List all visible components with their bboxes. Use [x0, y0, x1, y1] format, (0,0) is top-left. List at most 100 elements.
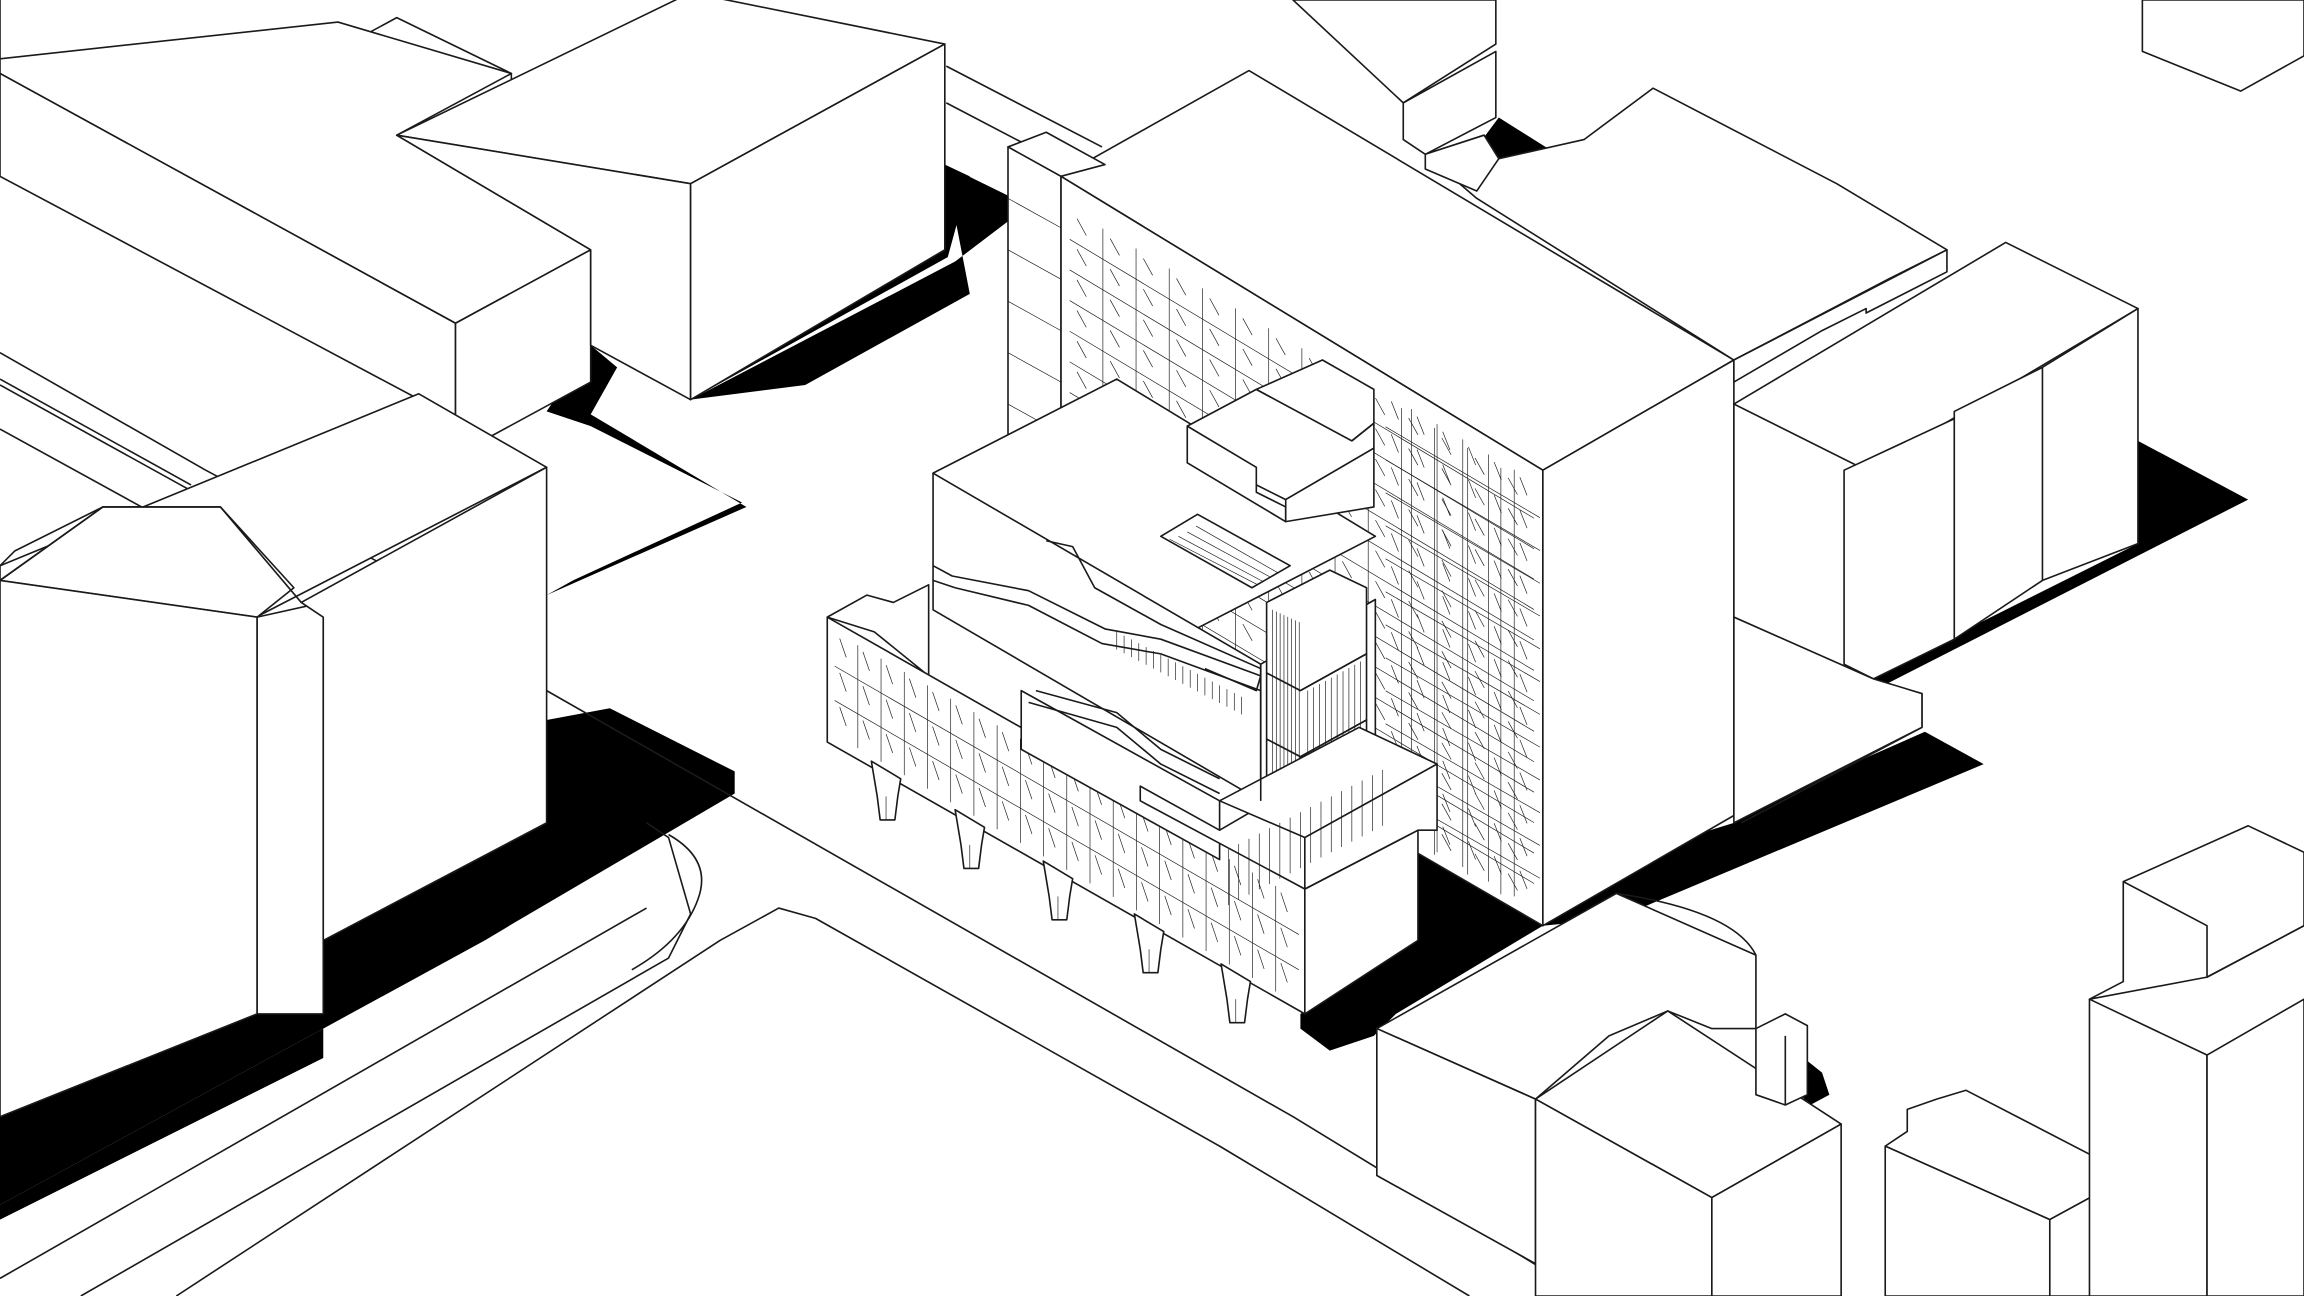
tower-front-grid-fin	[1474, 823, 1485, 841]
podium-grid-fin	[1001, 766, 1010, 786]
podium-grid-fin	[1164, 895, 1172, 916]
tower-front-grid-fin	[1441, 773, 1452, 791]
tower-side-grid-fin	[1442, 464, 1451, 483]
tower-front-grid-fin	[1408, 722, 1419, 740]
ribbon-2	[932, 579, 1262, 692]
tower-side-grid-fin	[1442, 497, 1451, 516]
tower-front-grid-fin	[1275, 338, 1286, 356]
tower-side-grid-fin	[1416, 548, 1425, 567]
block-c-right	[300, 466, 548, 942]
tower-front-grid-fin	[1209, 359, 1220, 377]
podium-top	[826, 584, 930, 677]
tower-side-grid-row	[1385, 657, 1541, 748]
tower-side-grid-fin	[1416, 647, 1425, 666]
tower-side-grid-fin	[1519, 542, 1528, 562]
podium-grid-fin	[1280, 892, 1288, 913]
tower-front-grid-fin	[1076, 341, 1087, 359]
tower-front-grid-fin	[1143, 380, 1153, 398]
tower-front-grid-fin	[1507, 812, 1518, 830]
tower-front-grid-fin	[1342, 561, 1352, 579]
podium-column	[1042, 860, 1074, 921]
block-a-right	[454, 248, 592, 457]
tower-front-grid-fin	[1441, 712, 1452, 730]
tower-side-grid-fin	[1390, 467, 1399, 486]
avenue-edge-3	[175, 907, 1470, 1296]
ribbon-6	[1204, 667, 1262, 692]
podium-grid-fin	[839, 672, 847, 692]
tower-front-grid-fin	[1109, 330, 1120, 348]
podium-grid-fin	[885, 733, 893, 754]
tower-side-grid-fin	[1468, 545, 1476, 564]
tower-front-grid-fin	[1375, 672, 1386, 690]
tower-side-grid-fin	[1390, 599, 1399, 618]
tower-side-grid-fin	[1390, 533, 1399, 552]
tower-front-grid-fin	[1375, 580, 1386, 599]
tower-side-grid-fin	[1519, 608, 1528, 627]
tower-front-grid-fin	[1441, 803, 1452, 821]
tower-side-grid-fin	[1468, 611, 1476, 630]
tower-side-grid-fin	[1493, 790, 1502, 809]
tower-side-grid-fin	[1493, 724, 1502, 743]
podium-column	[954, 808, 986, 870]
tower-side-grid-fin	[1442, 826, 1451, 845]
tower-front-grid-fin	[1507, 843, 1518, 861]
tower-front-grid-fin	[1507, 690, 1518, 708]
tower-front-grid-fin	[1209, 298, 1220, 316]
podium-column-body	[870, 760, 902, 821]
mid-box-side	[1304, 763, 1438, 890]
tower-front-grid-fin	[1474, 518, 1485, 536]
tower-front-grid-fin	[1474, 488, 1485, 506]
tower-front-grid-fin	[1076, 371, 1087, 389]
podium-grid-fin	[1141, 847, 1149, 867]
podium-column	[870, 760, 902, 821]
tower-side-grid-fin	[1442, 563, 1451, 582]
podium-grid-fin	[1234, 865, 1242, 886]
podium-grid-fin	[1071, 841, 1079, 862]
podium-grid-fin	[909, 712, 917, 733]
block-b-right	[689, 43, 946, 401]
tower-side-grid-fin	[1468, 808, 1476, 827]
tower-front-grid-fin	[1507, 629, 1518, 647]
tower-side-grid-row	[1385, 459, 1541, 551]
tower-front-grid-fin	[1375, 550, 1386, 568]
tower-front-grid-fin	[1474, 640, 1485, 658]
podium-grid-fin	[1094, 820, 1102, 840]
shadow-tower-right	[1542, 731, 1984, 926]
tower-side-grid-fin	[1493, 626, 1502, 645]
shadow-main-front	[1300, 852, 1543, 1051]
street-line-4	[0, 384, 221, 508]
tower-side-grid-fin	[1468, 578, 1476, 597]
tower-side-grid-fin	[1416, 416, 1425, 435]
podium-grid-fin	[1257, 949, 1265, 970]
podium-grid-row	[834, 665, 1300, 935]
tower-side-grid-fin	[1468, 644, 1476, 663]
podium-grid-fin	[909, 747, 917, 767]
podium-grid-fin	[1234, 900, 1242, 921]
tower-side-grid-fin	[1493, 856, 1502, 875]
podium-column	[1133, 913, 1165, 974]
tower-front-grid-fin	[1441, 681, 1452, 699]
tower-front-grid-fin	[1507, 721, 1518, 739]
shadow-left-lower-tail	[0, 1028, 324, 1220]
tower-front-grid-fin	[1176, 308, 1187, 327]
podium-grid-fin	[955, 774, 963, 794]
block-f-top	[1292, 0, 1497, 104]
block-j-edge	[2122, 880, 2304, 978]
tower-front-grid-fin	[1176, 339, 1187, 357]
tower-side-grid-fin	[1468, 841, 1476, 860]
avenue-edge-1	[0, 907, 647, 1280]
podium-column-body	[1133, 913, 1165, 974]
block-d-step	[1424, 134, 1500, 192]
tower-front-grid-fin	[1474, 701, 1485, 719]
ribbon-hatch	[1116, 631, 1384, 906]
tower-front-grid-fin	[1474, 731, 1485, 749]
podium-right	[1733, 616, 1923, 824]
block-h-curve	[1616, 892, 1757, 956]
tower-front-grid-fin	[1507, 599, 1518, 617]
podium-grid-fin	[1048, 793, 1056, 813]
tower-side-grid-fin	[1468, 709, 1476, 729]
tower-front-grid-fin	[1441, 833, 1452, 852]
tower-side-grid-fin	[1390, 665, 1399, 684]
roof-box-side	[1284, 447, 1375, 523]
